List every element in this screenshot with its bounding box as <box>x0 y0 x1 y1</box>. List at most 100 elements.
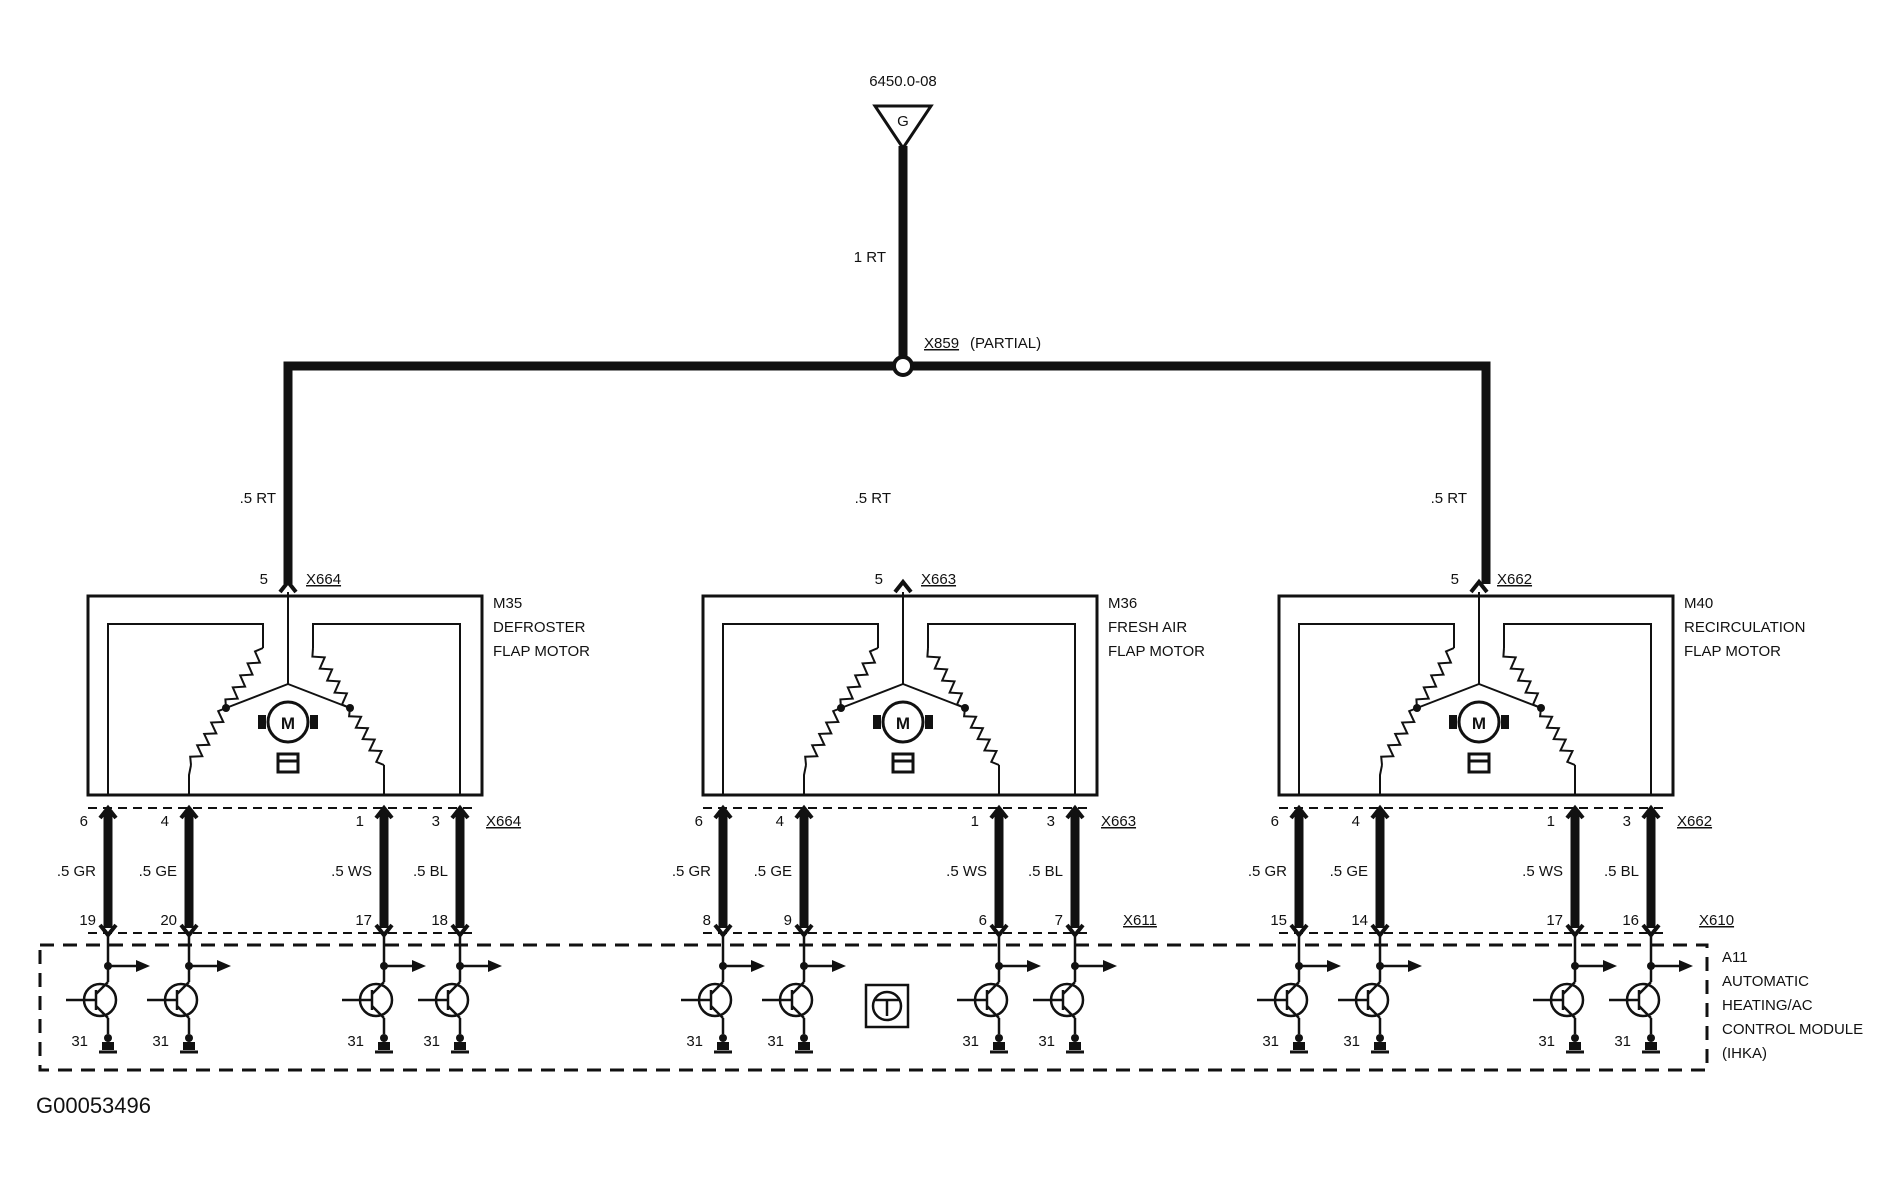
pin-bottom-number: 18 <box>431 912 448 929</box>
ground-symbol <box>1566 1034 1584 1054</box>
power-distribution: 6450.0-08 G 1 RT X859 (PARTIAL) <box>283 73 1491 584</box>
pin-bottom-number: 7 <box>1055 912 1063 929</box>
supply-connector-mark <box>278 578 298 594</box>
wire-label: .5 GR <box>1248 863 1287 880</box>
svg-text:M: M <box>1472 714 1486 733</box>
module-line-2: HEATING/AC <box>1722 997 1813 1014</box>
ground-label: 31 <box>1614 1033 1631 1050</box>
ground-symbol <box>99 1034 117 1054</box>
supply-wire-label: .5 RT <box>1431 490 1467 507</box>
pin-top-number: 1 <box>971 813 979 830</box>
motor-symbol: M <box>1449 700 1509 774</box>
pin-bottom-number: 6 <box>979 912 987 929</box>
distribution-bus <box>283 361 1491 584</box>
connector-mark-top <box>794 804 814 820</box>
ground-label: 31 <box>1343 1033 1360 1050</box>
ground-symbol <box>1066 1034 1084 1054</box>
pin-top-number: 4 <box>161 813 169 830</box>
pin-circuit-3: 1 .5 WS 6 31 <box>946 804 1041 1054</box>
supply-pin: 5 <box>875 571 883 588</box>
ground-label: 31 <box>962 1033 979 1050</box>
ground-label: 31 <box>767 1033 784 1050</box>
transistor-symbol <box>957 933 1041 1034</box>
module-connector-label: X611 <box>1123 912 1157 929</box>
transistor-symbol <box>66 933 150 1034</box>
module-line-1: AUTOMATIC <box>1722 973 1809 990</box>
motor-box <box>86 594 484 797</box>
connector-mark-top <box>1565 804 1585 820</box>
pin-top-number: 6 <box>80 813 88 830</box>
motor-box <box>701 594 1099 797</box>
pin-circuit-2: 4 .5 GE 20 31 <box>139 804 231 1054</box>
svg-text:M: M <box>281 714 295 733</box>
transistor-symbol <box>1609 933 1693 1034</box>
wire-label: .5 GE <box>1330 863 1368 880</box>
motor-harness-connector-label: X663 <box>1101 813 1136 830</box>
motor-name-line-1: DEFROSTER <box>493 619 586 636</box>
connector-mark-top <box>98 804 118 820</box>
control-module-symbol <box>864 983 910 1029</box>
wire-label: .5 GR <box>57 863 96 880</box>
pin-circuit-2: 4 .5 GE 14 31 <box>1330 804 1422 1054</box>
ground-symbol <box>990 1034 1008 1054</box>
transistor-symbol <box>418 933 502 1034</box>
wire-label: .5 BL <box>1028 863 1063 880</box>
connector-mark-top <box>1289 804 1309 820</box>
motor-connector-label: X664 <box>306 571 341 588</box>
connector-mark-top <box>179 804 199 820</box>
ground-label: 31 <box>1262 1033 1279 1050</box>
pin-top-number: 4 <box>1352 813 1360 830</box>
module-line-3: CONTROL MODULE <box>1722 1021 1863 1038</box>
svg-text:M: M <box>896 714 910 733</box>
transistor-symbol <box>1338 933 1422 1034</box>
ground-label: 31 <box>152 1033 169 1050</box>
supply-wire-label: .5 RT <box>855 490 891 507</box>
wire-label: .5 GE <box>139 863 177 880</box>
wire-label: .5 GR <box>672 863 711 880</box>
motor-internal-wiring <box>107 592 461 795</box>
connector-mark-top <box>1370 804 1390 820</box>
motor-symbol: M <box>258 700 318 774</box>
figure-id: G00053496 <box>36 1093 151 1118</box>
motor-id: M40 <box>1684 595 1713 612</box>
wire-label: .5 WS <box>1522 863 1563 880</box>
connector-mark-top <box>450 804 470 820</box>
motor-symbol: M <box>873 700 933 774</box>
ground-symbol <box>180 1034 198 1054</box>
wire-label: .5 BL <box>413 863 448 880</box>
connector-mark-top <box>1641 804 1661 820</box>
pin-top-number: 1 <box>1547 813 1555 830</box>
pin-top-number: 6 <box>1271 813 1279 830</box>
transistor-symbol <box>1257 933 1341 1034</box>
motor-name-line-2: FLAP MOTOR <box>1684 643 1781 660</box>
ground-symbol <box>714 1034 732 1054</box>
motor-harness-connector-label: X664 <box>486 813 521 830</box>
transistor-symbol <box>762 933 846 1034</box>
pin-bottom-number: 20 <box>160 912 177 929</box>
pin-bottom-number: 14 <box>1351 912 1368 929</box>
motor-name-line-2: FLAP MOTOR <box>493 643 590 660</box>
ground-symbol <box>795 1034 813 1054</box>
motor-id: M36 <box>1108 595 1137 612</box>
ground-label: 31 <box>1038 1033 1055 1050</box>
pin-bottom-number: 19 <box>79 912 96 929</box>
ground-label: 31 <box>1538 1033 1555 1050</box>
pin-bottom-number: 16 <box>1622 912 1639 929</box>
splice-suffix: (PARTIAL) <box>970 335 1041 352</box>
wire-label: .5 WS <box>946 863 987 880</box>
motor-name-line-1: FRESH AIR <box>1108 619 1187 636</box>
module-id: A11 <box>1722 949 1748 966</box>
motor-internal-wiring <box>722 592 1076 795</box>
module-line-4: (IHKA) <box>1722 1045 1767 1062</box>
ground-symbol <box>451 1034 469 1054</box>
